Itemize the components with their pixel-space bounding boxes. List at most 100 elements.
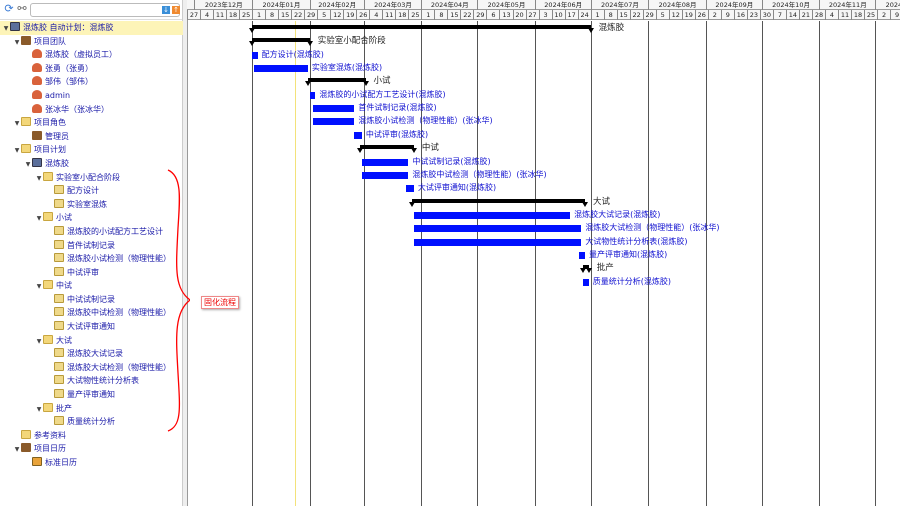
task-bar[interactable] (413, 211, 571, 219)
month-label: 2024年05月 (477, 0, 535, 10)
task-bar[interactable] (309, 91, 316, 99)
cal-icon (32, 457, 42, 466)
tree-structure-icon[interactable]: ⚯ (17, 2, 27, 15)
tree-item[interactable]: 配方设计 (0, 184, 183, 198)
tree-item[interactable]: 混炼胶大试记录 (0, 347, 183, 361)
tree-item-label: 混炼胶中试检测（物理性能） (67, 308, 171, 318)
folder-icon (43, 402, 53, 412)
proj-icon (32, 157, 42, 167)
summary-bar[interactable] (409, 198, 588, 207)
tree-item[interactable]: 大试物性统计分析表 (0, 374, 183, 388)
expand-toggle-icon[interactable]: ▼ (36, 283, 42, 291)
user-icon (32, 103, 42, 113)
tree-item[interactable]: 邹伟（邹伟） (0, 75, 183, 89)
task-bar[interactable] (406, 185, 414, 193)
month-label: 2024年04月 (421, 0, 477, 10)
task-bar[interactable] (253, 65, 308, 73)
expand-toggle-icon[interactable]: ▼ (36, 174, 42, 182)
search-prev-button[interactable]: ↑ (172, 6, 180, 14)
search-input[interactable] (30, 3, 180, 17)
tree-item[interactable]: 大试评审通知 (0, 320, 183, 334)
tree-item[interactable]: ▼小试 (0, 211, 183, 225)
tree-item[interactable]: ▼项目日历 (0, 442, 183, 456)
tree-item[interactable]: 质量统计分析 (0, 415, 183, 429)
task-bar[interactable] (361, 158, 409, 166)
tree-item[interactable]: 张冰华（张冰华） (0, 103, 183, 117)
bar-label: 混炼胶大试检测（物理性能）(张冰华) (585, 223, 720, 233)
tree-item-label: 实验室混炼 (67, 199, 107, 209)
week-label: 11 (213, 10, 226, 20)
search-next-button[interactable]: ↓ (162, 6, 170, 14)
bar-label: 混炼胶大试记录(混炼胶) (574, 209, 661, 219)
tree-item[interactable]: 中试评审 (0, 266, 183, 280)
tree-item[interactable]: 参考资料 (0, 429, 183, 443)
tree-item[interactable]: 混炼胶小试检测（物理性能） (0, 252, 183, 266)
task-bar[interactable] (313, 118, 355, 126)
week-label: 6 (486, 10, 499, 20)
task-bar[interactable] (252, 51, 258, 59)
tree-item-label: 质量统计分析 (67, 417, 115, 427)
tree-item[interactable]: 实验室混炼 (0, 198, 183, 212)
month-label: 2024年06月 (534, 0, 591, 10)
tree-item[interactable]: ▼批产 (0, 402, 183, 416)
tree-item[interactable]: admin (0, 89, 183, 103)
tree-item[interactable]: 首件试制记录 (0, 239, 183, 253)
tree-item-label: 大试物性统计分析表 (67, 376, 139, 386)
tree-item[interactable]: ▼项目团队 (0, 35, 183, 49)
expand-toggle-icon[interactable]: ▼ (36, 215, 42, 223)
expand-toggle-icon[interactable]: ▼ (14, 120, 20, 128)
task-bar[interactable] (361, 171, 409, 179)
folder-icon (21, 117, 31, 127)
tree-item[interactable]: ▼混炼胶 (0, 157, 183, 171)
refresh-icon[interactable]: ⟳ (4, 2, 14, 15)
week-label: 29 (642, 10, 656, 20)
expand-toggle-icon[interactable]: ▼ (36, 405, 42, 413)
expand-toggle-icon[interactable]: ▼ (14, 147, 20, 155)
tree-item[interactable]: 标准日历 (0, 456, 183, 470)
task-bar[interactable] (583, 278, 589, 286)
task-bar[interactable] (313, 105, 355, 113)
summary-bar[interactable] (580, 265, 592, 274)
task-bar[interactable] (579, 251, 586, 259)
expand-toggle-icon[interactable]: ▼ (14, 446, 20, 454)
expand-toggle-icon[interactable]: ▼ (14, 38, 20, 46)
tree-item[interactable]: ▼项目计划 (0, 143, 183, 157)
task-bar[interactable] (413, 238, 582, 246)
bar-label: 中试 (421, 143, 439, 154)
expand-toggle-icon[interactable]: ▼ (25, 160, 31, 168)
tree-item[interactable]: ▼中试 (0, 279, 183, 293)
bar-label: 实验室小配合阶段 (317, 36, 386, 47)
week-label: 16 (733, 10, 747, 20)
folder-icon (43, 280, 53, 290)
tree-scrollbar[interactable] (183, 0, 188, 506)
tree-item[interactable]: 张勇（张勇） (0, 62, 183, 76)
week-label: 2 (877, 10, 890, 20)
task-bar[interactable] (354, 131, 362, 139)
tree-item[interactable]: 中试试制记录 (0, 293, 183, 307)
tree-item[interactable]: 混炼胶中试检测（物理性能） (0, 306, 183, 320)
month-label: 2024年07月 (590, 0, 649, 10)
summary-bar[interactable] (304, 78, 369, 87)
summary-bar[interactable] (356, 145, 417, 154)
task-bar[interactable] (413, 225, 582, 233)
team-icon (32, 130, 42, 140)
expand-toggle-icon[interactable]: ▼ (3, 25, 9, 32)
tree-item[interactable]: 混炼胶大试检测（物理性能） (0, 361, 183, 375)
tree-item[interactable]: ▼项目角色 (0, 116, 183, 130)
expand-toggle-icon[interactable]: ▼ (36, 337, 42, 345)
tree-item[interactable]: ▼大试 (0, 334, 183, 348)
bar-label: 混炼胶小试检测（物理性能）(张冰华) (358, 116, 493, 126)
week-label: 5 (655, 10, 669, 20)
bar-label: 首件试制记录(混炼胶) (358, 103, 437, 113)
summary-bar[interactable] (249, 38, 313, 47)
week-label: 26 (356, 10, 369, 20)
tree-item[interactable]: 混炼胶（虚拟员工） (0, 48, 183, 62)
tree-item[interactable]: ▼混炼胶 自动计划：混炼胶 (0, 21, 183, 35)
summary-bar[interactable] (249, 25, 594, 33)
week-label: 8 (603, 10, 617, 20)
tree-item[interactable]: 量产评审通知 (0, 388, 183, 402)
tree-item[interactable]: 混炼胶的小试配方工艺设计 (0, 225, 183, 239)
tree-item[interactable]: ▼实验室小配合阶段 (0, 171, 183, 185)
tree-item[interactable]: 管理员 (0, 130, 183, 144)
